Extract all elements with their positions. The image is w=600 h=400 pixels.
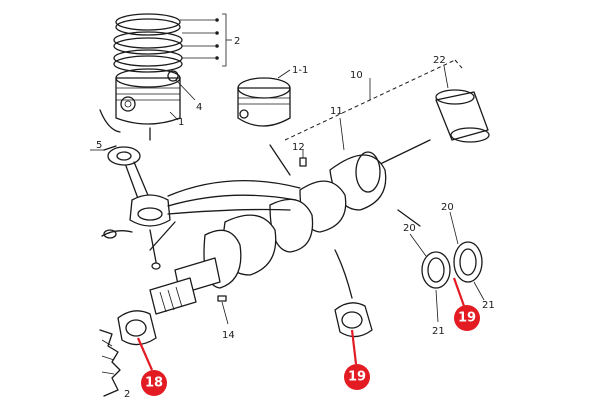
label-key: 14	[222, 330, 235, 341]
svg-text:19: 19	[458, 311, 476, 326]
bushing	[435, 65, 490, 143]
label-bushing: 22	[433, 55, 446, 66]
svg-text:18: 18	[145, 376, 163, 391]
connecting-rod	[90, 145, 171, 270]
label-snap-ring: 4	[196, 102, 202, 113]
label-piston: 1-1	[292, 65, 308, 76]
crankshaft	[149, 117, 431, 315]
label-crankshaft: 11	[330, 106, 343, 117]
svg-text:19: 19	[348, 370, 366, 385]
assembly-arrows	[149, 144, 421, 299]
label-piston-rings: 2	[234, 36, 240, 47]
main-bearing	[334, 302, 373, 338]
snap-ring	[167, 70, 196, 101]
label-piston-assy: 1	[178, 117, 184, 128]
label-plug: 12	[292, 142, 305, 153]
ring-leader-lines	[180, 13, 232, 67]
label-thrust-washer-a: 20	[403, 223, 416, 234]
piston	[237, 69, 291, 127]
label-thrust-washer-d: 21	[482, 300, 495, 311]
label-partial-bottom: 2	[124, 389, 130, 400]
piston-assembly	[99, 68, 181, 141]
callout-19-center: 19	[344, 329, 370, 390]
callout-18: 18	[136, 337, 167, 396]
label-partial-left: 5	[96, 140, 102, 151]
key	[217, 295, 229, 325]
thrust-washers	[409, 211, 485, 323]
label-thrust-washer-b: 20	[441, 202, 454, 213]
piston-rings	[113, 13, 183, 73]
plug	[299, 150, 307, 167]
label-thrust-washer-c: 21	[432, 326, 445, 337]
callout-19-right: 19	[452, 277, 480, 331]
label-crankshaft-assy: 10	[350, 70, 363, 81]
rear-bearing	[117, 310, 157, 346]
crank-gear	[99, 329, 121, 397]
